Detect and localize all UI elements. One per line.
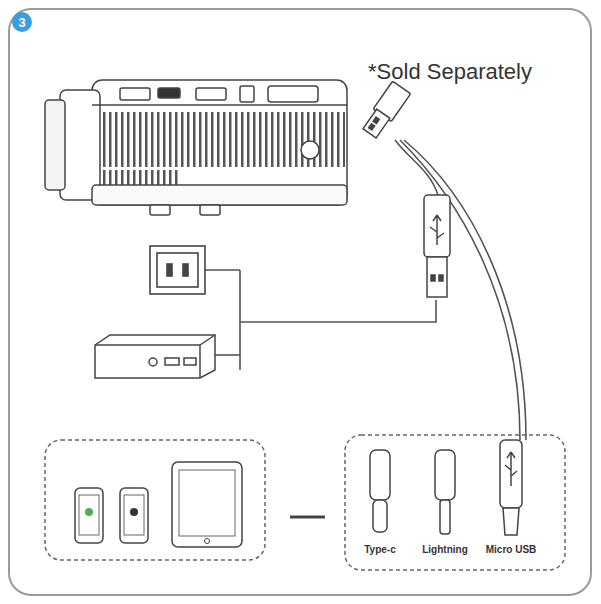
- wall-outlet: [150, 246, 205, 294]
- note-text: *Sold Separately: [368, 61, 532, 83]
- connector-label: Type-c: [364, 545, 396, 555]
- connector-group: [345, 435, 565, 570]
- callout-number: 3: [18, 16, 25, 29]
- usb-a-plug: [424, 195, 450, 297]
- dash-link: [290, 516, 325, 519]
- device-group: [45, 440, 265, 560]
- connector-label: Lightning: [422, 545, 468, 555]
- connector-label: Micro USB: [486, 545, 537, 555]
- callout-circle: [12, 12, 32, 32]
- usb-a-plug: [361, 81, 411, 139]
- projector: [45, 80, 347, 215]
- power-bank: [95, 335, 215, 378]
- frame: [9, 9, 591, 595]
- split-cable: [205, 140, 526, 440]
